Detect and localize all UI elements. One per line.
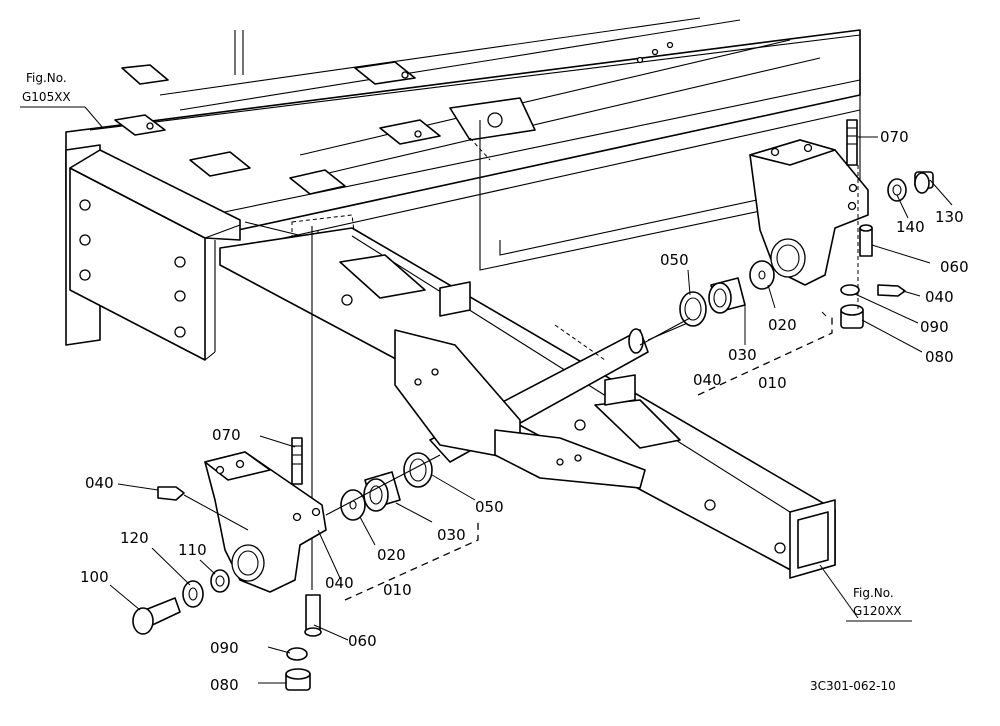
end-plate-block: [65, 144, 361, 361]
main-cross-beam: [219, 227, 836, 579]
part-callout-100: 100: [80, 568, 109, 586]
part-callout-050: 050: [660, 251, 689, 269]
part-callout-010: 010: [383, 581, 412, 599]
upper-boundary-lines: [479, 30, 861, 271]
part-callout-040: 040: [925, 288, 954, 306]
part-callout-130: 130: [935, 208, 964, 226]
part-callout-090: 090: [920, 318, 949, 336]
part-callout-030: 030: [437, 526, 466, 544]
part-callout-080: 080: [925, 348, 954, 366]
part-callout-070: 070: [212, 426, 241, 444]
part-callout-120: 120: [120, 529, 149, 547]
fig-ref-label-line2: G105XX: [22, 90, 71, 104]
part-callout-020: 020: [768, 316, 797, 334]
part-callout-060: 060: [348, 632, 377, 650]
drawing-code: 3C301-062-10: [810, 679, 896, 693]
part-callout-020: 020: [377, 546, 406, 564]
part-callout-050: 050: [475, 498, 504, 516]
part-callout-040: 040: [693, 371, 722, 389]
fig-ref-g120xx: Fig.No. G120XX: [846, 586, 912, 622]
part-callout-040: 040: [325, 574, 354, 592]
part-callout-070: 070: [880, 128, 909, 146]
fig-ref-label-line1: Fig.No.: [853, 586, 894, 600]
upper-leader-lines: [687, 136, 953, 396]
part-callout-040: 040: [85, 474, 114, 492]
part-callout-090: 090: [210, 639, 239, 657]
lower-bracket-assembly: [132, 226, 441, 691]
upper-bracket-assembly: [639, 119, 934, 346]
part-callout-110: 110: [178, 541, 207, 559]
upper-frame-rails: [65, 17, 861, 251]
fig-ref-g105xx: Fig.No. G105XX: [20, 71, 104, 129]
callout-labels: 070 130 140 060 040 090 080 050 020 030 040 010 070 0…: [80, 128, 969, 694]
fig-ref-label-line2: G120XX: [853, 604, 902, 618]
part-callout-080: 080: [210, 676, 239, 694]
part-callout-140: 140: [896, 218, 925, 236]
lower-leader-lines: [109, 435, 859, 684]
part-callout-010: 010: [758, 374, 787, 392]
part-callout-060: 060: [940, 258, 969, 276]
fig-ref-label-line1: Fig.No.: [26, 71, 67, 85]
part-callout-030: 030: [728, 346, 757, 364]
